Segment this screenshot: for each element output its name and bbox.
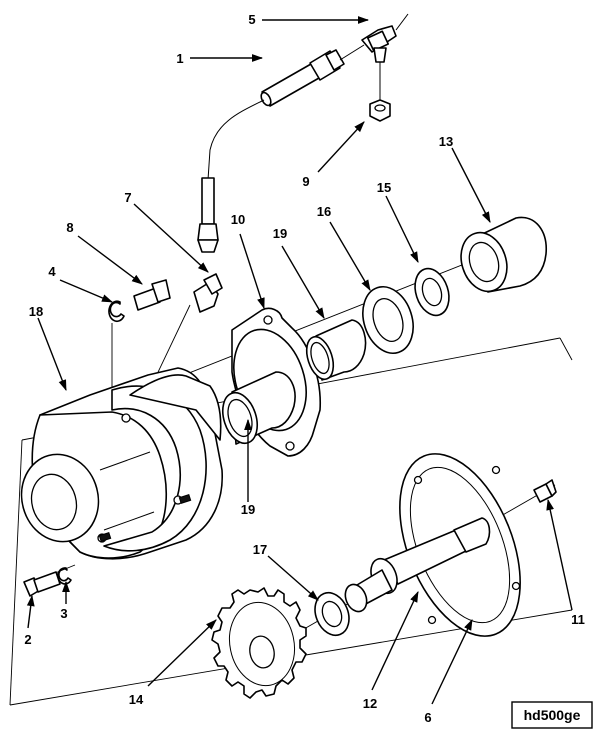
- callout-16: 16: [317, 204, 331, 219]
- leader-lines: [26, 16, 573, 705]
- callout-19-front: 19: [241, 502, 255, 517]
- callout-11: 11: [571, 612, 585, 627]
- thrust-washer-lower: [314, 591, 350, 637]
- callout-12: 12: [363, 696, 377, 711]
- bushing-rear: [305, 319, 367, 381]
- callout-19-rear: 19: [273, 226, 287, 241]
- callout-9: 9: [302, 174, 309, 189]
- callout-5: 5: [248, 12, 255, 27]
- callout-14: 14: [129, 692, 144, 707]
- drive-shaft: [344, 517, 491, 613]
- screw-and-washer-lower: [23, 567, 72, 597]
- callout-1: 1: [176, 51, 183, 66]
- callout-7: 7: [124, 190, 131, 205]
- housing-body: [20, 367, 223, 560]
- callout-4: 4: [48, 264, 56, 279]
- callout-labels: 1 5 9 7 8 4 18 10 19 16 15 13 19 2 3 17 …: [24, 12, 584, 725]
- callout-13: 13: [439, 134, 453, 149]
- end-cap: [460, 216, 547, 293]
- washer-small: [414, 267, 450, 317]
- idler-gear: [211, 587, 307, 699]
- figure-code-text: hd500ge: [524, 707, 581, 723]
- screw-and-washer-upper: [108, 279, 171, 323]
- callout-10: 10: [231, 212, 245, 227]
- callout-6: 6: [424, 710, 431, 725]
- oil-line-assembly: [193, 13, 409, 313]
- callout-18: 18: [29, 304, 43, 319]
- callout-8: 8: [66, 220, 73, 235]
- callout-2: 2: [24, 632, 31, 647]
- plug: [533, 479, 557, 503]
- figure-code-label: hd500ge: [511, 701, 593, 729]
- callout-17: 17: [253, 542, 267, 557]
- callout-3: 3: [60, 606, 67, 621]
- callout-15: 15: [377, 180, 391, 195]
- thrust-washer-large: [362, 286, 414, 354]
